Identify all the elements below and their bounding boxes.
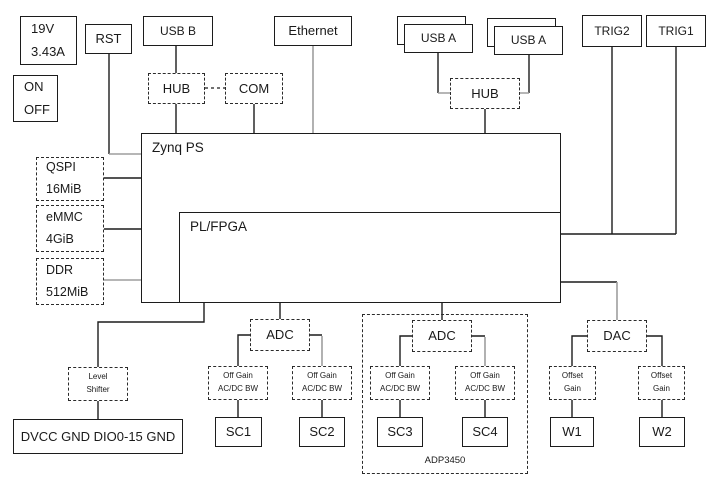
ddr-line1: DDR xyxy=(46,262,74,277)
usb-a-hub-label: HUB xyxy=(471,85,499,101)
usb-b-label: USB B xyxy=(159,23,196,38)
offset-gain1-line1: Offset xyxy=(561,371,584,381)
com-block: COM xyxy=(225,73,283,104)
power-switch-off: OFF xyxy=(24,101,50,117)
usb-a-hub-block: HUB xyxy=(450,78,520,109)
pl-fpga-label: PL/FPGA xyxy=(190,219,248,234)
offset-gain-block-2: Offset Gain xyxy=(638,366,685,400)
w1-channel-block: W1 xyxy=(550,417,594,447)
sc3-label: SC3 xyxy=(387,424,413,440)
usb-b-hub-block: HUB xyxy=(148,73,205,104)
usb-a2-label: USB A xyxy=(510,33,547,48)
off-gain4-line2: AC/DC BW xyxy=(465,384,505,393)
offset-gain2-line2: Gain xyxy=(653,384,670,393)
off-gain-block-3: Off Gain AC/DC BW xyxy=(370,366,430,400)
power-switch-on: ON xyxy=(24,79,44,95)
w2-label: W2 xyxy=(652,424,672,440)
off-gain1-line2: AC/DC BW xyxy=(218,384,258,393)
qspi-line1: QSPI xyxy=(46,160,76,175)
reset-label: RST xyxy=(95,31,122,47)
emmc-line1: eMMC xyxy=(46,209,83,224)
sc1-label: SC1 xyxy=(225,424,252,440)
connectors-gray xyxy=(104,46,618,366)
ddr-line2: 512MiB xyxy=(46,284,89,299)
adp3450-label: ADP3450 xyxy=(424,454,466,466)
usb-a-port1-block: USB A xyxy=(404,24,473,53)
usb-a1-label: USB A xyxy=(420,31,457,46)
usb-b-hub-label: HUB xyxy=(162,80,191,96)
com-label: COM xyxy=(238,80,270,96)
qspi-line2: 16MiB xyxy=(46,182,82,196)
trig2-label: TRIG2 xyxy=(594,23,630,38)
usb-a-port2-block: USB A xyxy=(494,26,563,55)
off-gain2-line1: Off Gain xyxy=(307,371,337,381)
power-line2: 3.43A xyxy=(31,43,65,59)
connectors-black xyxy=(97,46,677,419)
power-line1: 19V xyxy=(31,21,55,37)
emmc-memory-block: eMMC 4GiB xyxy=(36,205,104,252)
off-gain3-line1: Off Gain xyxy=(385,371,415,381)
pl-fpga-block: PL/FPGA xyxy=(179,212,561,303)
off-gain-block-4: Off Gain AC/DC BW xyxy=(455,366,515,400)
zynq-ps-label: Zynq PS xyxy=(152,140,204,155)
power-switch-block: ON OFF xyxy=(13,75,58,122)
sc4-channel-block: SC4 xyxy=(462,417,508,447)
ethernet-label: Ethernet xyxy=(288,23,338,39)
off-gain-block-2: Off Gain AC/DC BW xyxy=(292,366,352,400)
sc2-label: SC2 xyxy=(309,424,335,440)
adc2-label: ADC xyxy=(428,328,456,344)
sc1-channel-block: SC1 xyxy=(215,417,262,447)
w1-label: W1 xyxy=(562,424,582,440)
offset-gain2-line1: Offset xyxy=(650,371,673,381)
dac-block: DAC xyxy=(587,320,647,352)
level-shifter-line1: Level xyxy=(88,372,108,382)
qspi-memory-block: QSPI 16MiB xyxy=(36,157,104,201)
sc2-channel-block: SC2 xyxy=(299,417,345,447)
dac-label: DAC xyxy=(603,328,631,344)
power-supply-block: 19V 3.43A xyxy=(20,16,77,65)
adc1-label: ADC xyxy=(266,327,294,343)
ethernet-port-block: Ethernet xyxy=(274,16,352,46)
off-gain4-line1: Off Gain xyxy=(470,371,500,381)
trig2-port-block: TRIG2 xyxy=(582,15,642,47)
adc1-block: ADC xyxy=(250,319,310,351)
offset-gain1-line2: Gain xyxy=(564,384,581,393)
ddr-memory-block: DDR 512MiB xyxy=(36,258,104,305)
sc4-label: SC4 xyxy=(472,424,498,440)
off-gain3-line2: AC/DC BW xyxy=(380,384,420,393)
off-gain-block-1: Off Gain AC/DC BW xyxy=(208,366,268,400)
adp3450-enclosure: ADP3450 xyxy=(362,314,528,474)
emmc-line2: 4GiB xyxy=(46,231,74,246)
offset-gain-block-1: Offset Gain xyxy=(549,366,596,400)
sc3-channel-block: SC3 xyxy=(377,417,423,447)
trig1-label: TRIG1 xyxy=(658,23,694,38)
off-gain2-line2: AC/DC BW xyxy=(302,384,342,393)
adc2-block: ADC xyxy=(412,320,472,352)
reset-button-block: RST xyxy=(85,24,132,54)
dio-header-label: DVCC GND DIO0-15 GND xyxy=(20,428,176,444)
level-shifter-line2: Shifter xyxy=(86,385,110,394)
off-gain1-line1: Off Gain xyxy=(223,371,253,381)
dio-header-block: DVCC GND DIO0-15 GND xyxy=(13,419,183,454)
w2-channel-block: W2 xyxy=(639,417,685,447)
trig1-port-block: TRIG1 xyxy=(646,15,706,47)
level-shifter-block: Level Shifter xyxy=(68,367,128,401)
usb-b-port-block: USB B xyxy=(143,16,213,46)
